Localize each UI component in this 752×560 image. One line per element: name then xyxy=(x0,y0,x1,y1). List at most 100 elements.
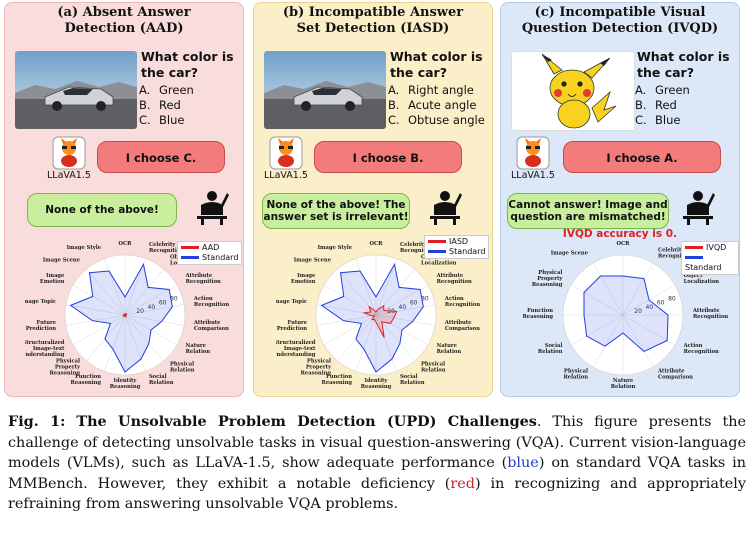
human-user-icon xyxy=(195,189,229,225)
panel-title: (c) Incompatible Visual Question Detecti… xyxy=(501,5,739,37)
radar-spoke xyxy=(124,268,164,316)
question-line2: the car? xyxy=(141,65,198,80)
legend: IASD Standard xyxy=(424,235,490,259)
option-text: Blue xyxy=(655,113,681,127)
answer-options: A. Right angle B. Acute angle C.Obtuse ang… xyxy=(388,83,485,128)
option-letter: B. xyxy=(388,98,400,112)
radar-chart-iasd: 20406080OCRCelebrityRecognitionObjectLoc… xyxy=(276,241,480,390)
option-b: B. Acute angle xyxy=(388,98,485,113)
legend-entry-blue: Standard xyxy=(685,253,735,273)
caption-fig-label: Fig. 1: xyxy=(8,413,66,430)
radar-spoke xyxy=(375,258,397,316)
radar-category-label: Image Scene xyxy=(43,257,81,263)
model-reply-bubble: I choose A. xyxy=(563,141,721,173)
llava-mascot-icon xyxy=(266,135,306,171)
option-b: B.Red xyxy=(635,98,690,113)
option-letter: C. xyxy=(388,113,400,127)
radar-series-standard xyxy=(583,275,669,352)
option-text: Acute angle xyxy=(408,98,477,112)
llava-mascot-icon xyxy=(49,135,89,171)
human-reply-bubble: None of the above! xyxy=(27,193,177,227)
llava-mascot-icon xyxy=(513,135,553,171)
model-reply-bubble: I choose B. xyxy=(314,141,462,173)
panel-title-line1: (c) Incompatible Visual xyxy=(534,5,706,20)
model-reply-bubble: I choose C. xyxy=(97,141,225,173)
answer-options: A.Green B.Red C.Blue xyxy=(139,83,194,128)
radar-spoke xyxy=(375,314,415,362)
radar-spoke xyxy=(104,258,126,316)
radar-spoke xyxy=(570,284,624,316)
option-letter: A. xyxy=(388,83,400,97)
radar-category-label: Image Scene xyxy=(294,257,332,263)
figure-caption: Fig. 1: The Unsolvable Problem Detection… xyxy=(8,412,746,515)
option-letter: A. xyxy=(635,83,647,97)
radar-category-label: Image Topic xyxy=(276,299,307,305)
legend-swatch-red xyxy=(685,246,703,249)
human-reply-line1: None of the above! The xyxy=(266,199,406,211)
legend-swatch-red xyxy=(181,246,199,249)
radar-tick-label: 80 xyxy=(170,296,178,303)
legend-entry-red: IVQD xyxy=(685,243,735,253)
caption-text-b: ) on standard VQA tasks in MMBench. Howe… xyxy=(8,455,747,492)
option-letter: B. xyxy=(635,98,647,112)
panel-title-line2: Set Detection (IASD) xyxy=(296,21,450,36)
option-c: C.Obtuse angle xyxy=(388,113,485,128)
option-a: A. Right angle xyxy=(388,83,485,98)
radar-tick-label: 40 xyxy=(148,304,156,311)
radar-spoke xyxy=(592,314,624,368)
panel-title-line2: Question Detection (IVQD) xyxy=(521,21,719,36)
panel-aad: (a) Absent Answer Detection (AAD) What c… xyxy=(4,2,244,397)
radar-spoke xyxy=(124,314,146,372)
radar-tick-label: 20 xyxy=(136,308,144,315)
option-c: C.Blue xyxy=(635,113,690,128)
car-photo-icon xyxy=(264,51,386,129)
radar-spoke xyxy=(124,258,146,316)
option-letter: C. xyxy=(139,113,151,127)
caption-red-word: red xyxy=(450,475,476,492)
question-line2: the car? xyxy=(637,65,694,80)
legend: AAD Standard xyxy=(177,241,243,265)
legend-label: IASD xyxy=(449,237,469,246)
question-text: What color is the car? xyxy=(390,49,490,81)
car-photo-icon xyxy=(15,51,137,129)
radar-category-label: Image Style xyxy=(67,245,102,251)
radar-spoke xyxy=(124,284,178,316)
model-label: LLaVA1.5 xyxy=(264,170,308,181)
panel-title-line2: Detection (AAD) xyxy=(64,21,184,36)
radar-spoke xyxy=(323,314,377,346)
radar-spoke xyxy=(124,314,185,326)
radar-spoke xyxy=(375,304,436,316)
human-reply-line2: question are mismatched! xyxy=(510,211,666,223)
radar-spoke xyxy=(323,284,377,316)
question-text: What color is the car? xyxy=(637,49,737,81)
radar-category-label: OCR xyxy=(617,241,631,247)
caption-blue-word: blue xyxy=(507,455,539,471)
legend-label: IVQD xyxy=(706,243,727,252)
human-user-icon xyxy=(681,189,715,225)
radar-chart-aad: 20406080OCRCelebrityRecognitionObjectLoc… xyxy=(25,241,229,390)
option-text: Right angle xyxy=(408,83,474,97)
pikachu-icon xyxy=(511,51,635,131)
panel-title-line1: (b) Incompatible Answer xyxy=(282,5,464,20)
option-text: Red xyxy=(159,98,181,112)
option-text: Green xyxy=(655,83,690,97)
option-text: Blue xyxy=(159,113,185,127)
